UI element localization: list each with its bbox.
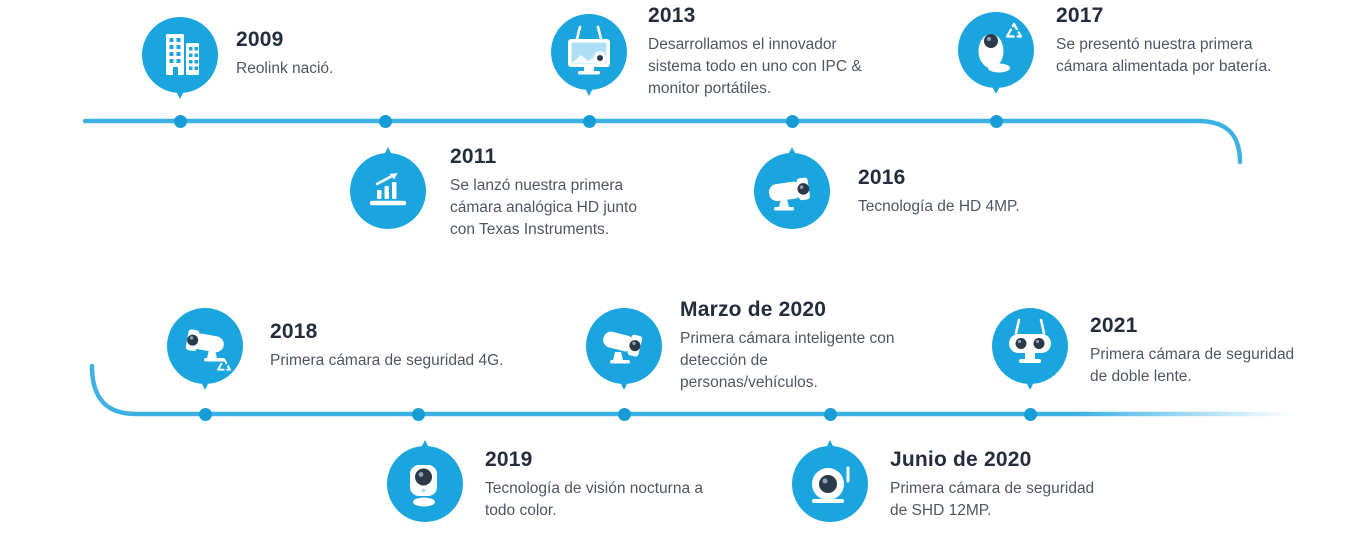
milestone-junio-2020-text: Junio de 2020 Primera cámara de segurida… <box>890 448 1108 522</box>
growth-chart-icon <box>369 173 407 206</box>
dome-camera-icon <box>812 466 850 503</box>
timeline-dot <box>582 114 596 128</box>
milestone-2021-pin <box>992 308 1068 390</box>
milestone-year: Marzo de 2020 <box>680 298 827 321</box>
milestone-description: Desarrollamos el innovador sistema todo … <box>648 36 862 97</box>
milestone-description: Primera cámara de seguridad de SHD 12MP. <box>890 480 1095 519</box>
dual-lens-camera-icon <box>1009 318 1051 363</box>
recycle-icon <box>217 358 231 371</box>
milestone-2009-pin <box>142 17 218 99</box>
milestone-year: 2017 <box>1056 4 1104 27</box>
milestone-junio-2020-pin <box>792 440 868 522</box>
timeline-dot <box>378 114 392 128</box>
milestone-description: Se presentó nuestra primera cámara alime… <box>1056 36 1272 75</box>
milestone-2019-text: 2019 Tecnología de visión nocturna a tod… <box>485 448 715 522</box>
milestone-2013-pin <box>551 14 627 96</box>
milestone-2011-text: 2011 Se lanzó nuestra primera cámara ana… <box>450 145 665 241</box>
milestone-2021-text: 2021 Primera cámara de seguridad de dobl… <box>1090 314 1308 388</box>
timeline-dot <box>198 407 212 421</box>
night-vision-camera-icon <box>410 465 437 507</box>
milestone-2018-pin <box>167 308 243 390</box>
milestone-year: 2018 <box>270 320 318 343</box>
milestone-2018-text: 2018 Primera cámara de seguridad 4G. <box>270 320 503 372</box>
4g-camera-icon <box>185 329 231 371</box>
timeline-dot <box>989 114 1003 128</box>
timeline-dot <box>823 407 837 421</box>
milestone-year: 2019 <box>485 448 533 471</box>
milestone-year: 2021 <box>1090 314 1138 337</box>
milestone-year: 2011 <box>450 145 497 168</box>
milestone-description: Tecnología de visión nocturna a todo col… <box>485 480 704 519</box>
milestone-year: 2016 <box>858 166 906 189</box>
timeline-line-bottom <box>89 363 1295 417</box>
milestone-2016-text: 2016 Tecnología de HD 4MP. <box>858 166 1020 218</box>
timeline-dot <box>1023 407 1037 421</box>
smart-camera-icon <box>603 331 643 364</box>
timeline-dot <box>617 407 631 421</box>
milestone-2011-pin <box>350 147 426 229</box>
milestone-description: Primera cámara de seguridad de doble len… <box>1090 346 1295 385</box>
building-icon <box>166 34 199 75</box>
timeline-dot <box>173 114 187 128</box>
milestone-year: 2013 <box>648 4 696 27</box>
milestone-marzo-2020-pin <box>586 308 662 390</box>
camera-kit-icon <box>568 25 610 75</box>
milestone-2019-pin <box>387 440 463 522</box>
battery-camera-icon <box>978 22 1023 73</box>
milestone-2013-text: 2013 Desarrollamos el innovador sistema … <box>648 4 880 100</box>
milestone-marzo-2020-text: Marzo de 2020 Primera cámara inteligente… <box>680 298 902 394</box>
milestone-2017-pin <box>958 12 1034 94</box>
milestone-description: Reolink nació. <box>236 60 334 77</box>
milestone-description: Tecnología de HD 4MP. <box>858 198 1020 215</box>
milestone-2009-text: 2009 Reolink nació. <box>236 28 333 80</box>
milestone-2017-text: 2017 Se presentó nuestra primera cámara … <box>1056 4 1288 78</box>
timeline-line-top <box>82 118 1243 165</box>
timeline-dot <box>411 407 425 421</box>
milestone-description: Se lanzó nuestra primera cámara analógic… <box>450 177 637 238</box>
bullet-camera-icon <box>769 177 810 211</box>
milestone-description: Primera cámara de seguridad 4G. <box>270 352 504 369</box>
recycle-icon <box>1005 22 1023 38</box>
milestone-2016-pin <box>754 147 830 229</box>
milestone-description: Primera cámara inteligente con detección… <box>680 330 895 391</box>
milestone-year: Junio de 2020 <box>890 448 1032 471</box>
timeline-dot <box>785 114 799 128</box>
milestone-year: 2009 <box>236 28 284 51</box>
